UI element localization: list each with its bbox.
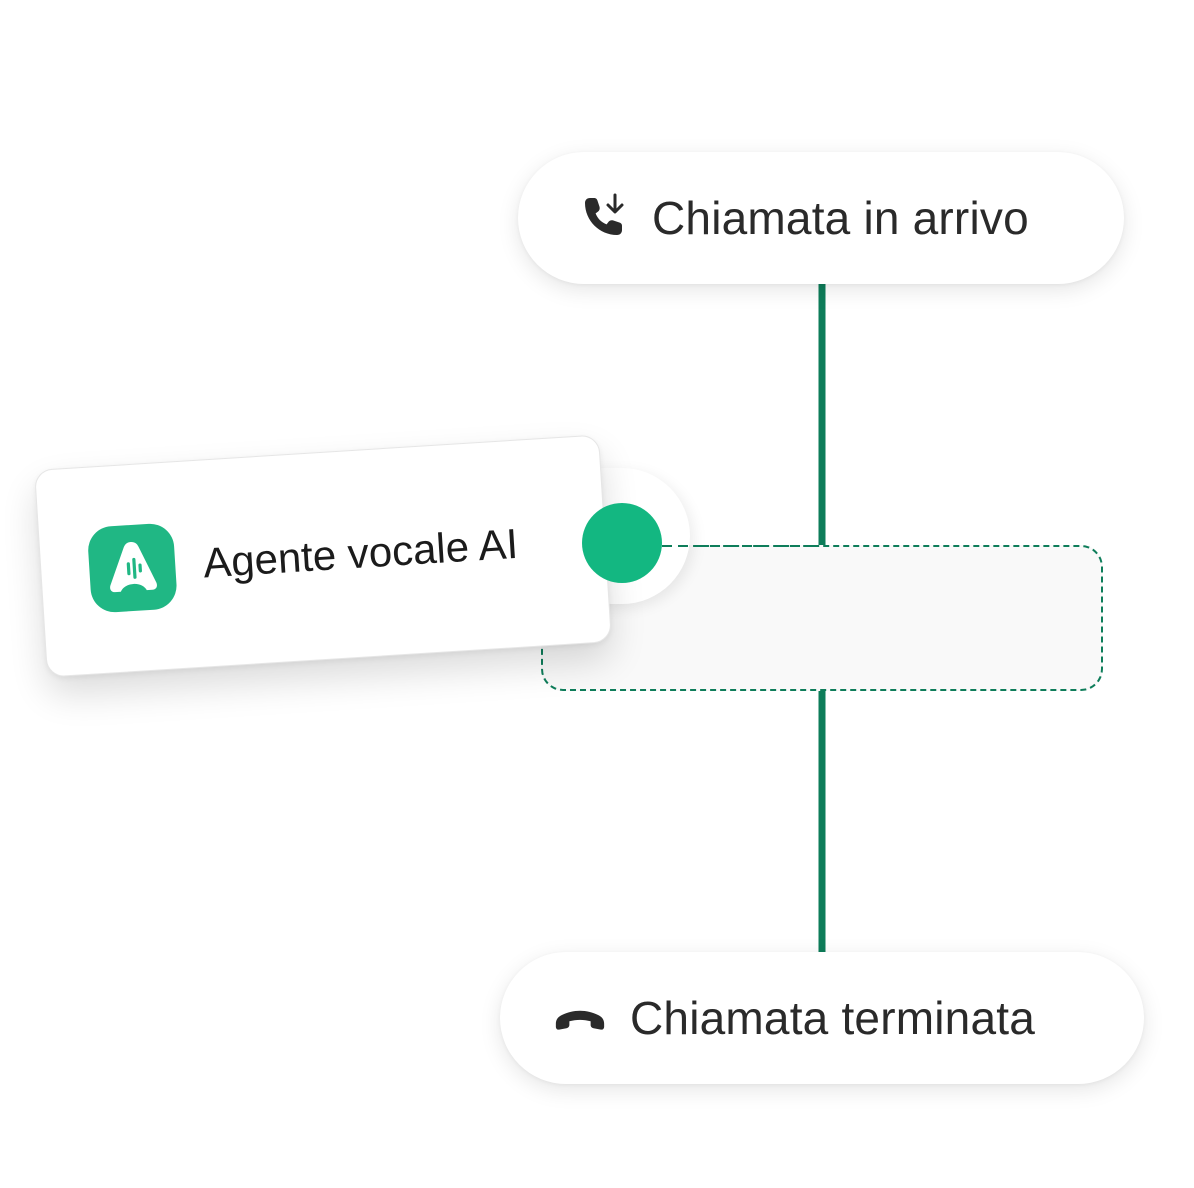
node-incoming-call-label: Chiamata in arrivo [652,192,1029,244]
hang-up-icon [552,990,608,1046]
node-incoming-call[interactable]: Chiamata in arrivo [518,152,1124,284]
incoming-call-icon [574,190,630,246]
dragged-node-voice-agent-label: Agente vocale AI [201,519,520,587]
ai-voice-agent-icon [86,522,178,614]
node-call-ended[interactable]: Chiamata terminata [500,952,1144,1084]
connection-port-handle[interactable] [582,503,662,583]
node-call-ended-label: Chiamata terminata [630,992,1035,1044]
dragged-node-voice-agent[interactable]: Agente vocale AI [34,434,612,678]
